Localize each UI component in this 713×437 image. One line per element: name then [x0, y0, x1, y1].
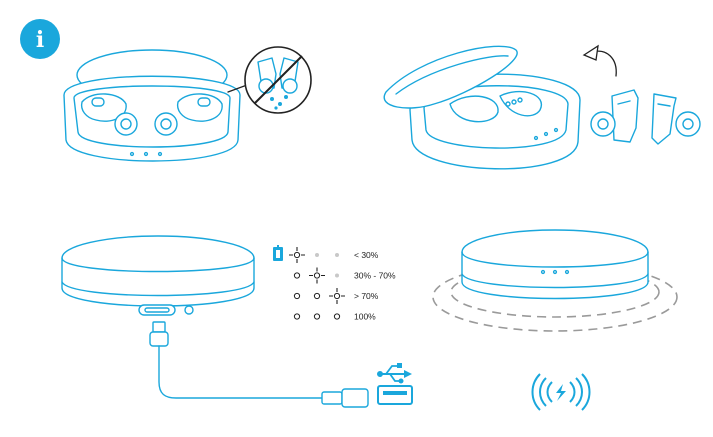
open-case-with-earbuds	[63, 49, 241, 162]
led-solid	[333, 313, 341, 320]
rotate-arrow-icon	[582, 44, 617, 77]
legend-label: 30% - 70%	[354, 271, 396, 281]
led-off	[335, 273, 339, 278]
battery-legend: < 30% 30% - 70% > 70% 100%	[273, 245, 396, 322]
info-icon: i	[20, 19, 60, 59]
battery-icon	[273, 245, 283, 261]
led-blink-icon	[329, 288, 345, 304]
legend-row: > 70%	[293, 288, 379, 304]
usb-symbol-icon	[377, 363, 412, 384]
reset-button	[184, 305, 194, 315]
usb-port-icon	[377, 385, 413, 405]
led-solid	[293, 292, 301, 300]
led-solid	[313, 313, 321, 320]
led-blink-icon	[309, 267, 325, 284]
legend-label: 100%	[354, 312, 376, 322]
led-blink-icon	[289, 247, 305, 263]
legend-row: < 30%	[289, 247, 379, 263]
led-solid	[293, 272, 301, 279]
usb-cable	[149, 321, 369, 408]
legend-row: 30% - 70%	[293, 267, 396, 284]
legend-label: < 30%	[354, 250, 379, 260]
led-off	[315, 253, 319, 257]
earbud-left	[590, 89, 639, 143]
no-water-icon	[244, 46, 312, 114]
case-lid-opened	[383, 45, 581, 170]
led-solid	[293, 313, 301, 320]
legend-label: > 70%	[354, 291, 379, 301]
closed-case-wireless	[461, 229, 649, 300]
led-solid	[313, 292, 321, 300]
info-glyph: i	[36, 27, 44, 53]
led-off	[335, 253, 339, 257]
earbud-right	[651, 93, 701, 145]
legend-row: 100%	[293, 312, 376, 322]
closed-case-wired	[61, 235, 255, 316]
wireless-charging-icon	[531, 373, 591, 411]
